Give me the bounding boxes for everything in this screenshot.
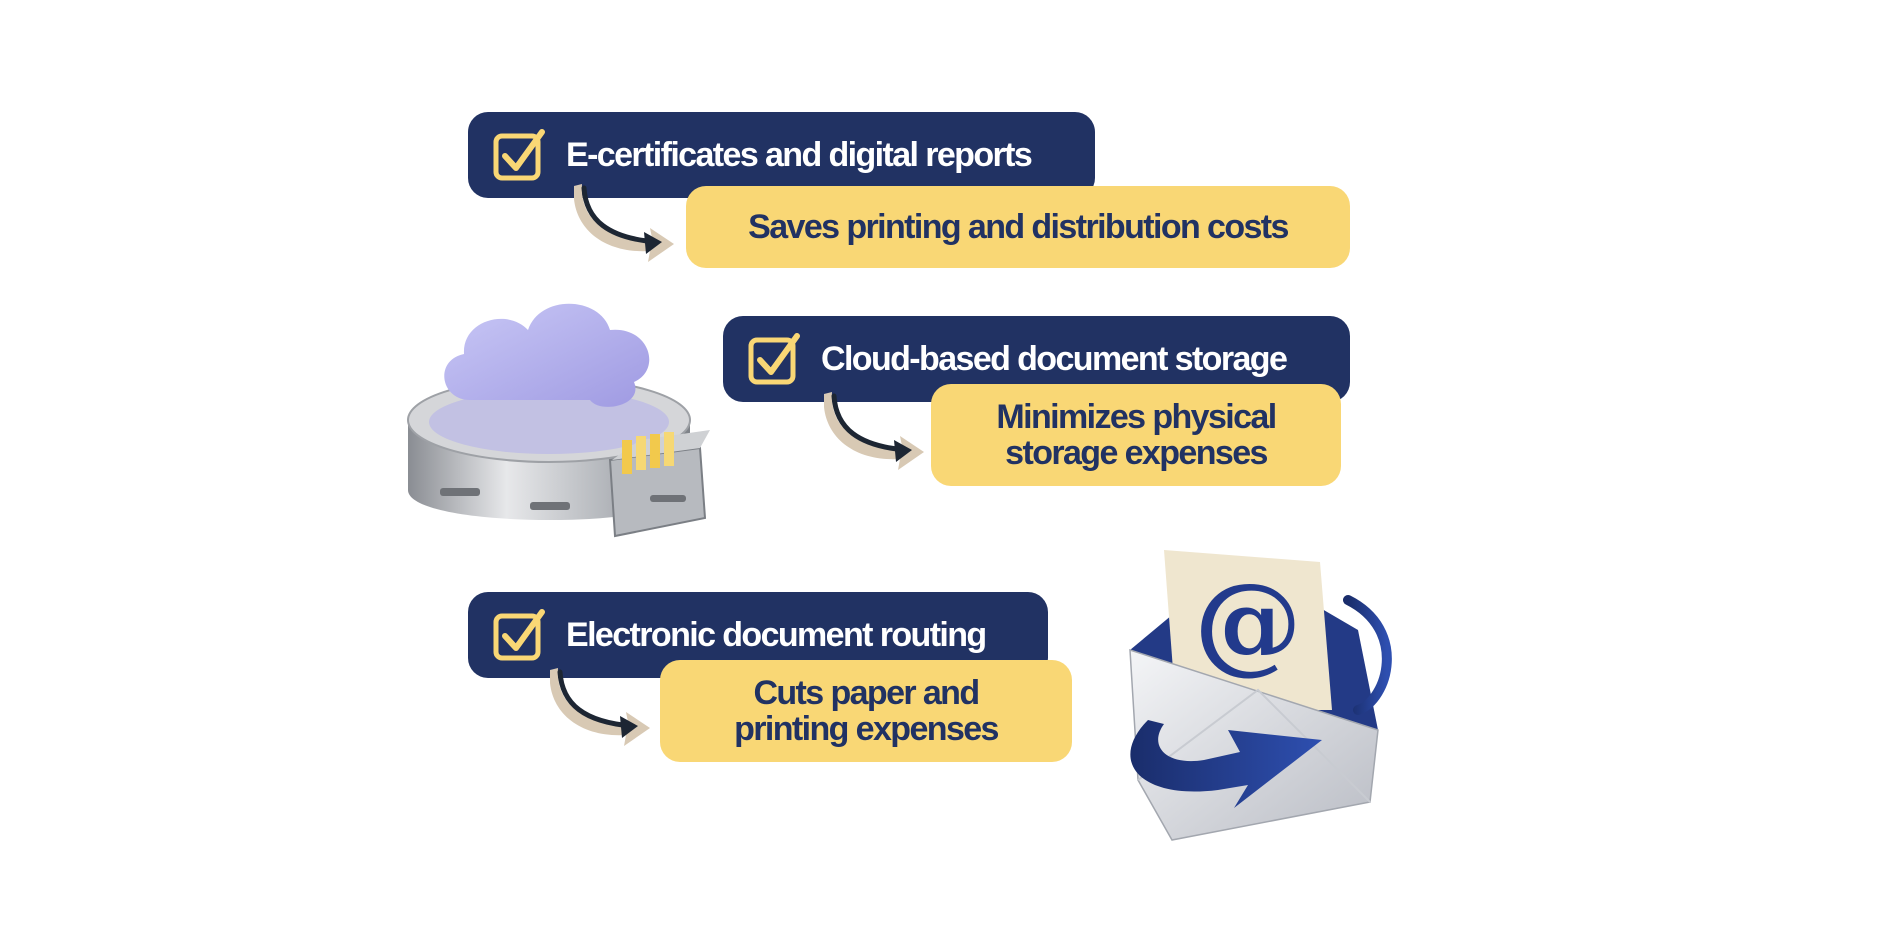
checkbox-check-icon	[745, 330, 803, 388]
cloud-storage-icon	[407, 303, 710, 538]
curved-arrow-icon	[824, 386, 928, 478]
benefit-line: Cuts paper and	[753, 674, 980, 712]
feature-pill: E-certificates and digital reports	[468, 112, 1095, 198]
benefit-line: printing expenses	[734, 710, 999, 748]
benefit-pill: Minimizes physical storage expenses	[931, 384, 1341, 486]
checkbox-check-icon	[490, 126, 548, 184]
feature-label: E-certificates and digital reports	[566, 135, 1033, 174]
curved-arrow-icon	[574, 178, 678, 270]
benefit-text: Cuts paper and printing expenses	[734, 674, 999, 748]
benefit-pill: Cuts paper and printing expenses	[660, 660, 1072, 762]
benefit-line: Minimizes physical	[996, 398, 1277, 436]
email-envelope-icon: @	[1129, 550, 1392, 841]
benefit-text: Saves printing and distribution costs	[748, 208, 1289, 246]
benefit-line: storage expenses	[1005, 434, 1268, 472]
feature-label: Electronic document routing	[566, 615, 987, 654]
benefit-text: Minimizes physical storage expenses	[996, 398, 1277, 472]
benefit-pill: Saves printing and distribution costs	[686, 186, 1350, 268]
checkbox-check-icon	[490, 606, 548, 664]
feature-label: Cloud-based document storage	[821, 339, 1288, 378]
at-sign-symbol: @	[1194, 560, 1302, 686]
curved-arrow-icon	[550, 662, 654, 754]
benefit-line: Saves printing and distribution costs	[748, 208, 1289, 246]
